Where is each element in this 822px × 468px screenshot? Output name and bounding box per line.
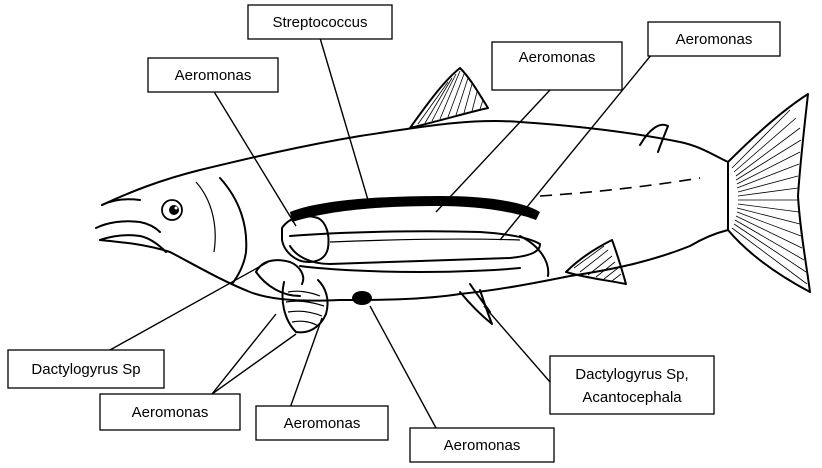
intestine-line bbox=[300, 266, 520, 272]
dorsal-fin bbox=[410, 68, 488, 128]
label-aeromonas-top-right: Aeromonas bbox=[648, 22, 780, 56]
kidney-band bbox=[290, 196, 540, 222]
preopercle-line bbox=[196, 182, 215, 252]
gill-cover bbox=[220, 178, 246, 284]
fish-body-outline bbox=[100, 121, 728, 301]
label-aeromonas-bottom-1-text: Aeromonas bbox=[132, 404, 209, 421]
label-aeromonas-bottom-2: Aeromonas bbox=[256, 406, 388, 440]
leader-dactylogyrus-right bbox=[484, 306, 550, 382]
label-dactylogyrus-left: Dactylogyrus Sp bbox=[8, 350, 164, 388]
leader-aeromonas-bottom-1b bbox=[212, 334, 296, 394]
leader-streptococcus bbox=[320, 38, 368, 200]
spleen bbox=[352, 291, 372, 305]
upper-jaw-line bbox=[102, 199, 140, 205]
heart-outline bbox=[256, 272, 300, 296]
fish-illustration bbox=[96, 68, 810, 332]
label-streptococcus-text: Streptococcus bbox=[272, 14, 367, 31]
lateral-line bbox=[540, 178, 700, 196]
leader-aeromonas-top-left bbox=[213, 90, 296, 226]
label-dactylogyrus-right: Dactylogyrus Sp, Acantocephala bbox=[550, 356, 714, 414]
label-aeromonas-bottom-2-text: Aeromonas bbox=[284, 415, 361, 432]
label-dactylogyrus-left-text: Dactylogyrus Sp bbox=[31, 361, 140, 378]
label-dactylogyrus-right-line1: Dactylogyrus Sp, bbox=[575, 366, 688, 383]
label-aeromonas-top-mid-text: Aeromonas bbox=[519, 49, 596, 66]
label-aeromonas-bottom-3: Aeromonas bbox=[410, 428, 554, 462]
label-aeromonas-bottom-1: Aeromonas bbox=[100, 394, 240, 430]
label-aeromonas-top-right-text: Aeromonas bbox=[676, 31, 753, 48]
label-aeromonas-top-left-text: Aeromonas bbox=[175, 67, 252, 84]
leader-aeromonas-top-mid bbox=[436, 90, 550, 212]
label-dactylogyrus-right-line2: Acantocephala bbox=[582, 389, 682, 406]
leader-aeromonas-bottom-1a bbox=[212, 314, 276, 394]
caudal-fin bbox=[728, 94, 810, 292]
gut-line bbox=[330, 239, 520, 242]
label-aeromonas-top-left: Aeromonas bbox=[148, 58, 278, 92]
pectoral-fin bbox=[283, 280, 328, 332]
eye bbox=[162, 200, 182, 220]
leader-dactylogyrus-left bbox=[110, 262, 268, 350]
mouth-line bbox=[96, 221, 160, 232]
label-aeromonas-top-mid: Aeromonas bbox=[492, 42, 622, 90]
liver-organ bbox=[282, 216, 329, 262]
label-streptococcus: Streptococcus bbox=[248, 5, 392, 39]
label-aeromonas-bottom-3-text: Aeromonas bbox=[444, 437, 521, 454]
anal-fin bbox=[566, 240, 626, 284]
